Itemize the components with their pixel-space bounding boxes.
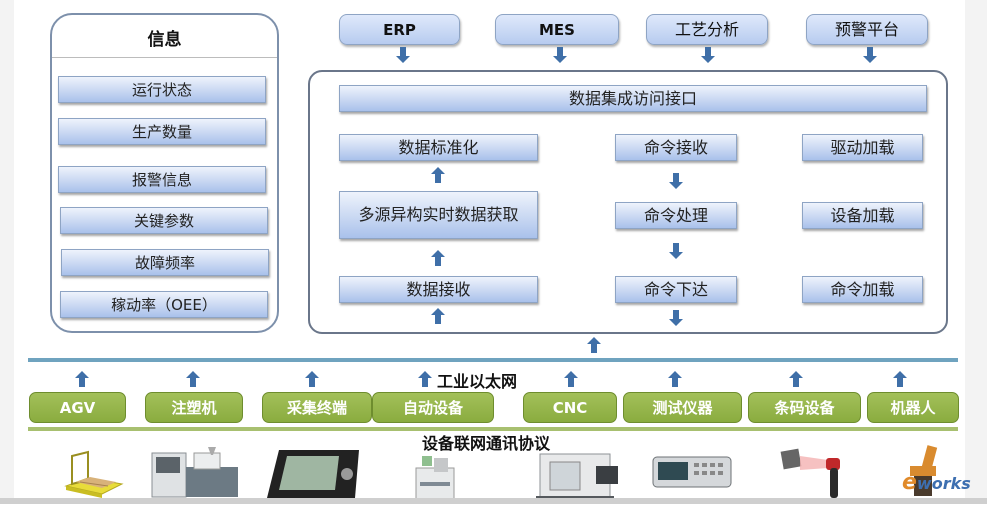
- data-reception: 数据接收: [339, 276, 538, 303]
- arrow-up-icon: [186, 371, 200, 387]
- right-margin: [965, 0, 987, 504]
- info-item-oee: 稼动率（OEE）: [60, 291, 268, 318]
- arrow-down-icon: [669, 173, 683, 189]
- info-item-key-parameters: 关键参数: [60, 207, 268, 234]
- arrow-up-icon: [431, 250, 445, 266]
- left-margin: [0, 0, 14, 504]
- device-loading: 设备加载: [802, 202, 923, 229]
- arrow-up-icon: [789, 371, 803, 387]
- arrow-up-icon: [587, 337, 601, 353]
- arrow-down-icon: [669, 310, 683, 326]
- device-barcode: 条码设备: [748, 392, 861, 423]
- robot-arm-image: [896, 444, 956, 504]
- info-panel-divider: [52, 57, 277, 58]
- test-instrument-image: [652, 455, 732, 493]
- collection-terminal-image: [265, 448, 363, 506]
- system-erp: ERP: [339, 14, 460, 45]
- arrow-up-icon: [431, 308, 445, 324]
- protocol-line: [28, 427, 958, 431]
- data-standardization: 数据标准化: [339, 134, 538, 161]
- device-automatic-equipment: 自动设备: [372, 392, 494, 423]
- watermark-logo: eworks: [902, 470, 971, 495]
- arrow-down-icon: [863, 47, 877, 63]
- system-mes: MES: [495, 14, 619, 45]
- data-integration-interface: 数据集成访问接口: [339, 85, 927, 112]
- arrow-up-icon: [305, 371, 319, 387]
- watermark-text: works: [916, 474, 971, 493]
- device-robot: 机器人: [867, 392, 959, 423]
- command-processing: 命令处理: [615, 202, 737, 229]
- arrow-down-icon: [701, 47, 715, 63]
- arrow-up-icon: [431, 167, 445, 183]
- arrow-up-icon: [893, 371, 907, 387]
- industrial-ethernet-line: [28, 358, 958, 362]
- arrow-up-icon: [75, 371, 89, 387]
- command-reception: 命令接收: [615, 134, 737, 161]
- system-warning-platform: 预警平台: [806, 14, 928, 45]
- info-panel-title: 信息: [147, 30, 182, 50]
- device-collection-terminal: 采集终端: [262, 392, 372, 423]
- info-item-running-status: 运行状态: [58, 76, 266, 103]
- info-item-fault-frequency: 故障频率: [61, 249, 269, 276]
- device-injection-molding: 注塑机: [145, 392, 243, 423]
- arrow-up-icon: [668, 371, 682, 387]
- bottom-margin: [0, 498, 987, 504]
- arrow-up-icon: [564, 371, 578, 387]
- command-loading: 命令加载: [802, 276, 923, 303]
- info-item-alarm-info: 报警信息: [58, 166, 266, 193]
- device-test-instrument: 测试仪器: [623, 392, 742, 423]
- arrow-down-icon: [553, 47, 567, 63]
- barcode-scanner-image: [778, 446, 848, 506]
- arrow-down-icon: [669, 243, 683, 259]
- agv-image: [62, 450, 124, 504]
- industrial-ethernet-label: 工业以太网: [437, 372, 518, 391]
- injection-molding-machine-image: [150, 447, 242, 503]
- protocol-label: 设备联网通讯协议: [422, 434, 551, 453]
- info-item-production-count: 生产数量: [58, 118, 266, 145]
- device-cnc: CNC: [523, 392, 617, 423]
- command-dispatch: 命令下达: [615, 276, 737, 303]
- system-process-analysis: 工艺分析: [646, 14, 768, 45]
- watermark-prefix: e: [902, 470, 917, 495]
- arrow-down-icon: [396, 47, 410, 63]
- device-agv: AGV: [29, 392, 126, 423]
- driver-loading: 驱动加载: [802, 134, 923, 161]
- arrow-up-icon: [418, 371, 432, 387]
- multi-source-data-acquisition: 多源异构实时数据获取: [339, 191, 538, 239]
